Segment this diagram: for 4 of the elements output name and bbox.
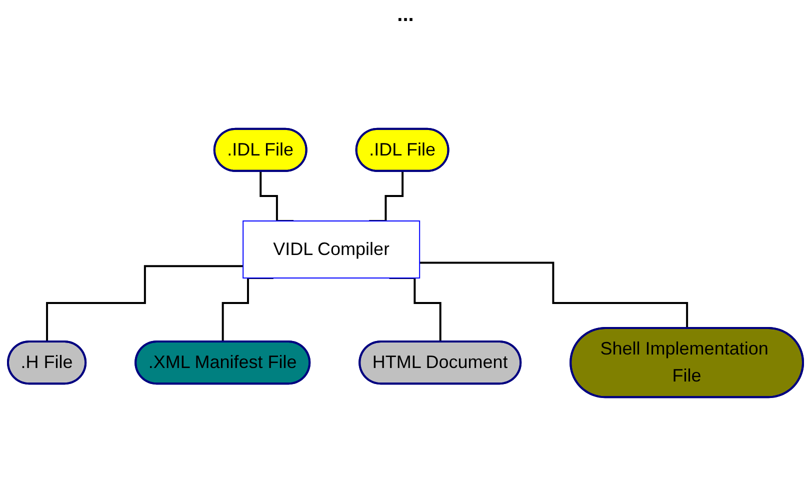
ellipsis-label: ... bbox=[397, 4, 414, 26]
connector bbox=[420, 262, 688, 330]
node-box: VIDL Compiler bbox=[242, 220, 420, 278]
connector bbox=[46, 265, 244, 344]
